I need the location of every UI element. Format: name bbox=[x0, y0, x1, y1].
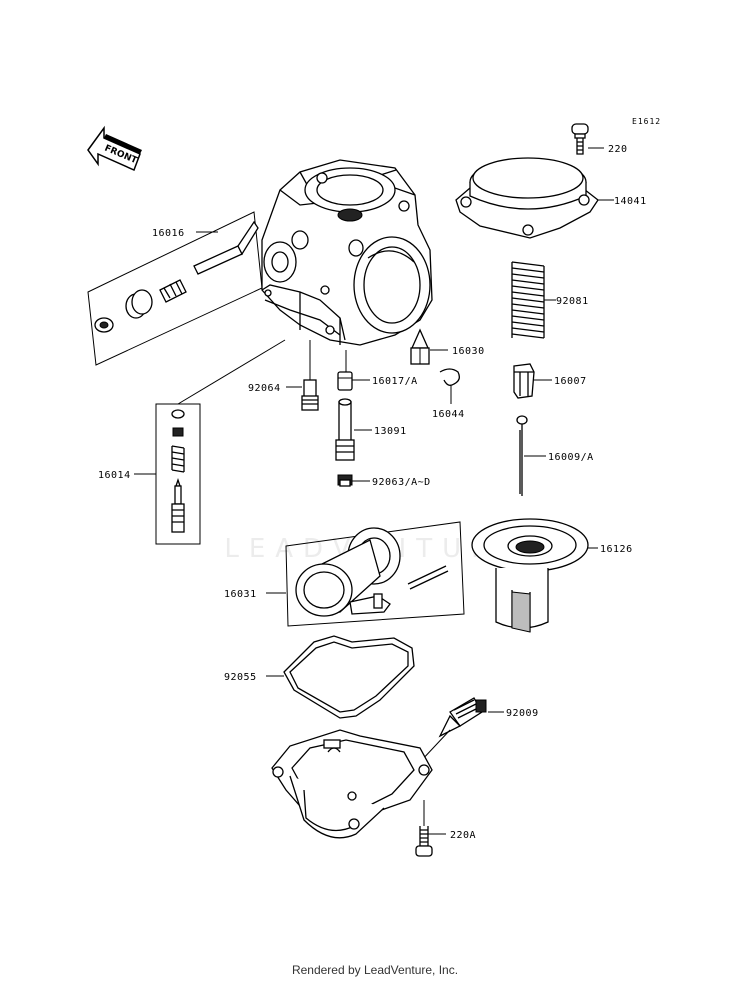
part-16031-box bbox=[285, 521, 465, 627]
part-92009-drain-screw[interactable] bbox=[438, 697, 487, 738]
part-92081-spring[interactable] bbox=[511, 261, 545, 339]
part-number-label[interactable]: 16017/A bbox=[372, 376, 418, 387]
part-number-label[interactable]: 92009 bbox=[506, 708, 539, 719]
part-number-label[interactable]: 92055 bbox=[224, 672, 257, 683]
part-16030-float-valve[interactable] bbox=[410, 328, 430, 365]
part-number-label[interactable]: 16016 bbox=[152, 228, 185, 239]
part-number-label[interactable]: 16030 bbox=[452, 346, 485, 357]
part-16016-air-screw[interactable] bbox=[94, 220, 259, 333]
part-number-label[interactable]: 220A bbox=[450, 830, 476, 841]
part-92064-jet[interactable] bbox=[301, 379, 319, 411]
part-number-label[interactable]: 220 bbox=[608, 144, 628, 155]
part-220-screw[interactable] bbox=[571, 123, 589, 155]
part-number-label[interactable]: 16044 bbox=[432, 409, 465, 420]
part-number-label[interactable]: 14041 bbox=[614, 196, 647, 207]
part-number-label[interactable]: 92063/A~D bbox=[372, 477, 431, 488]
footer-credit: Rendered by LeadVenture, Inc. bbox=[291, 963, 459, 977]
part-92063-main-jet[interactable] bbox=[337, 474, 353, 487]
part-92055-gasket[interactable] bbox=[283, 635, 415, 719]
carburetor-body[interactable] bbox=[261, 159, 433, 346]
part-float-bowl[interactable] bbox=[271, 729, 433, 839]
part-number-label[interactable]: 92081 bbox=[556, 296, 589, 307]
part-16126-diaphragm-piston[interactable] bbox=[471, 518, 589, 633]
part-number-label[interactable]: 16014 bbox=[98, 470, 131, 481]
part-number-label[interactable]: 16031 bbox=[224, 589, 257, 600]
part-16044-clip[interactable] bbox=[439, 368, 460, 386]
part-16017-pilot-jet[interactable] bbox=[337, 371, 353, 391]
part-number-label[interactable]: 16007 bbox=[554, 376, 587, 387]
part-16007-needle-holder[interactable] bbox=[513, 363, 535, 399]
front-arrow-icon: FRONT bbox=[87, 125, 142, 172]
reference-code: E1612 bbox=[632, 117, 661, 126]
part-13091-needle-jet[interactable] bbox=[335, 398, 355, 461]
part-number-label[interactable]: 16126 bbox=[600, 544, 633, 555]
part-number-label[interactable]: 92064 bbox=[248, 383, 281, 394]
part-16009-jet-needle[interactable] bbox=[516, 415, 528, 496]
part-16016-box bbox=[87, 211, 263, 366]
part-14041-top-cover[interactable] bbox=[455, 157, 599, 239]
part-220A-screw[interactable] bbox=[415, 826, 433, 857]
part-16031-float[interactable] bbox=[295, 527, 449, 617]
part-number-label[interactable]: 13091 bbox=[374, 426, 407, 437]
part-16014-pilot-screw[interactable] bbox=[171, 409, 185, 533]
part-number-label[interactable]: 16009/A bbox=[548, 452, 594, 463]
